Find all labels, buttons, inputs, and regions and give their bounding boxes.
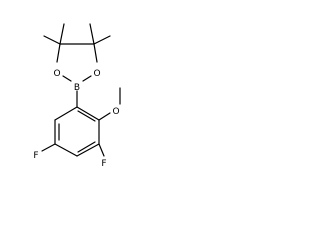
atom-label-boron: B <box>74 83 80 93</box>
methyl-groups <box>43 23 111 45</box>
methyl-bond <box>43 35 61 45</box>
chemical-structure-diagram: B O O O F F <box>33 23 121 169</box>
bond-c5-f <box>41 143 56 152</box>
ring-bond <box>76 143 100 157</box>
bond-c2-o <box>98 112 111 121</box>
ring-bond <box>54 106 78 121</box>
bond-c3-f <box>98 143 105 157</box>
methoxy-group <box>98 87 121 121</box>
ring-double-bond <box>77 141 96 153</box>
methyl-bond <box>93 35 111 45</box>
benzene-ring <box>54 106 100 157</box>
methyl-bond <box>89 23 95 45</box>
dioxaborolane-ring <box>56 43 98 82</box>
ring-bond <box>54 143 78 157</box>
atom-label-fluorine-left: F <box>33 151 38 161</box>
atom-label-oxygen-left: O <box>53 69 60 79</box>
bond-o-right-c <box>93 43 98 63</box>
ring-bond <box>76 106 100 121</box>
atom-label-oxygen-methoxy: O <box>112 107 119 117</box>
atom-label-fluorine-bottom: F <box>101 159 106 169</box>
ring-double-bond <box>77 110 96 122</box>
methyl-bond <box>59 23 65 45</box>
bond-b-o-right <box>82 75 92 82</box>
bond-o-left-c <box>56 43 61 63</box>
bond-b-o-left <box>62 75 72 82</box>
atom-label-oxygen-right: O <box>93 69 100 79</box>
